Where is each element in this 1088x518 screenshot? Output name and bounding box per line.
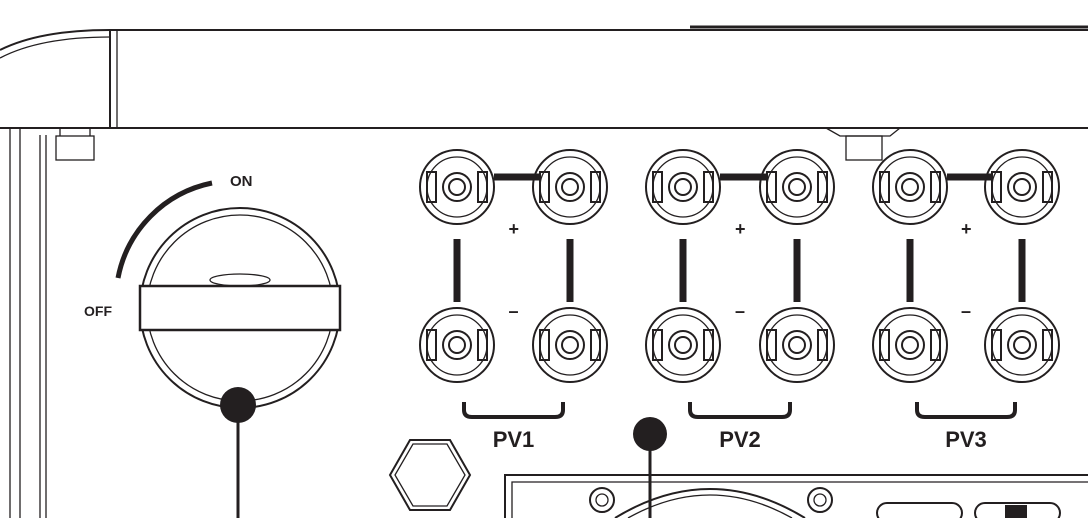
switch-handle[interactable] (138, 284, 342, 332)
housing-top (0, 25, 1088, 518)
switch-arc (115, 180, 213, 279)
pv-bracket (915, 402, 1017, 419)
pv-group-3: + – PV3 (872, 149, 1060, 452)
pv-label: PV2 (719, 427, 761, 452)
pv-connector-plus[interactable] (645, 149, 721, 225)
switch-off-label: OFF (84, 303, 112, 319)
dc-switch[interactable]: ON OFF (84, 173, 342, 518)
pv-connector-minus[interactable] (645, 307, 721, 383)
comm-panel (504, 417, 1088, 518)
pv-bracket (688, 402, 792, 419)
pv-label: PV3 (945, 427, 987, 452)
minus-sign: – (509, 301, 519, 321)
pv-connector-plus[interactable] (532, 149, 608, 225)
pv-group-1: + – PV1 (419, 149, 608, 452)
minus-sign: – (735, 301, 745, 321)
pv-connector-minus[interactable] (419, 307, 495, 383)
cable-gland (388, 439, 472, 511)
pv-connector-minus[interactable] (532, 307, 608, 383)
plus-sign: + (509, 219, 520, 239)
pv-bracket (462, 402, 565, 419)
pv-connector-minus[interactable] (759, 307, 835, 383)
pv-connector-minus[interactable] (984, 307, 1060, 383)
minus-sign: – (961, 301, 971, 321)
pv-connectors: + – PV1 + – PV2 + – PV3 (419, 149, 1060, 452)
plus-sign: + (735, 219, 746, 239)
pv-label: PV1 (493, 427, 535, 452)
pv-connector-plus[interactable] (759, 149, 835, 225)
pv-connector-plus[interactable] (419, 149, 495, 225)
switch-on-label: ON (230, 173, 253, 190)
plus-sign: + (961, 219, 972, 239)
pv-connector-minus[interactable] (872, 307, 948, 383)
pv-group-2: + – PV2 (645, 149, 835, 452)
pv-connector-plus[interactable] (984, 149, 1060, 225)
pv-connector-plus[interactable] (872, 149, 948, 225)
